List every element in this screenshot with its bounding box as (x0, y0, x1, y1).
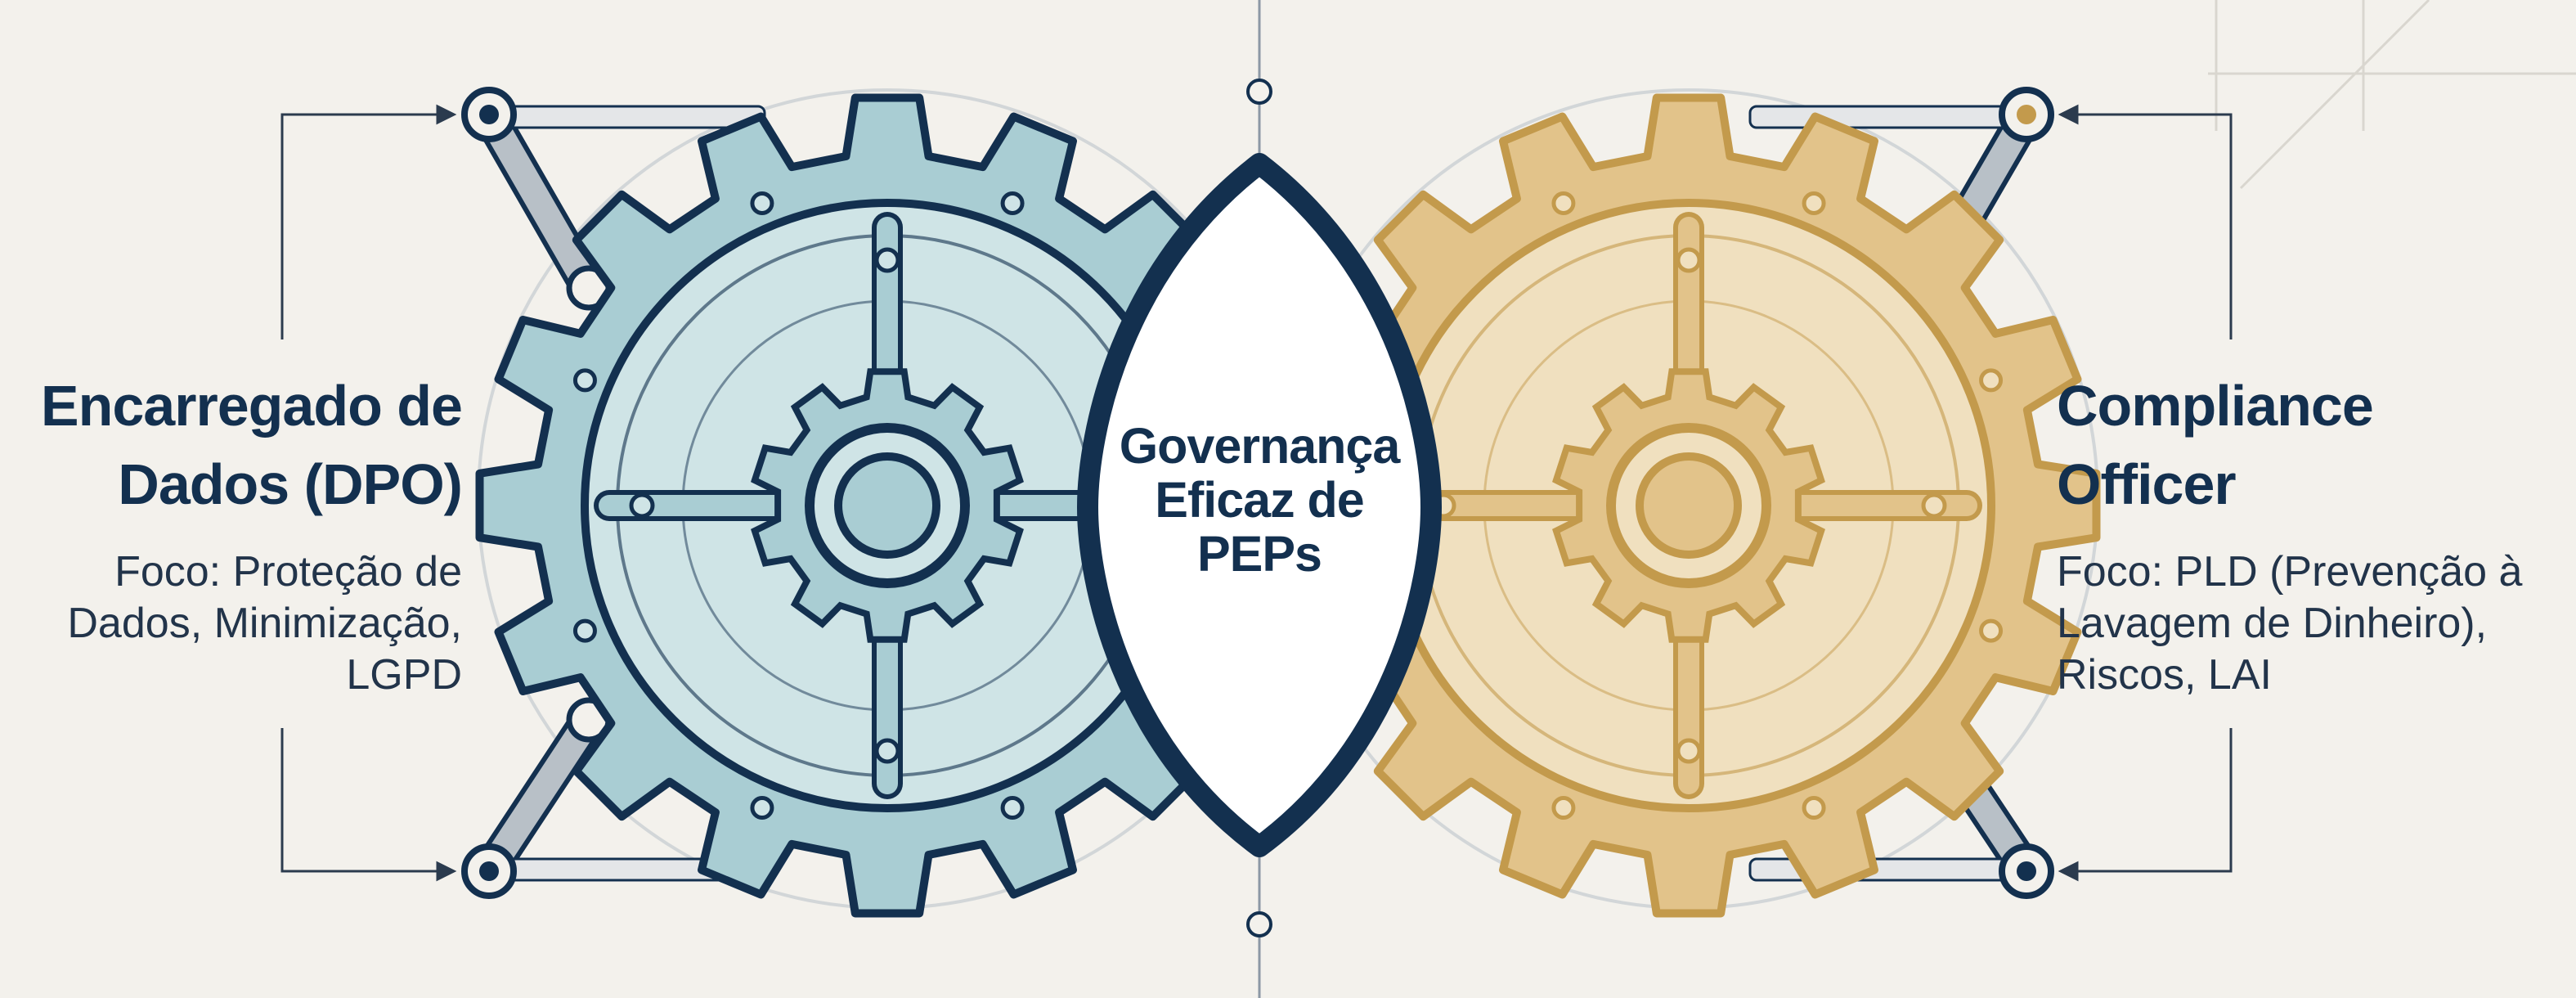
compliance-title: Compliance Officer (2057, 374, 2374, 516)
axis-node-top (1246, 79, 1272, 105)
dpo-title: Encarregado de Dados (DPO) (40, 374, 463, 516)
gear-icon (475, 93, 1299, 918)
compliance-description: Foco: PLD (Prevenção à Lavagem de Dinhei… (2057, 548, 2523, 699)
dpo-block: Encarregado de Dados (DPO) Foco: Proteçã… (0, 366, 463, 701)
right-bracket (2058, 104, 2233, 882)
gear-icon (1277, 93, 2101, 918)
compliance-block: Compliance Officer Foco: PLD (Prevenção … (2057, 366, 2576, 701)
dpo-description: Foco: Proteção de Dados, Minimização, LG… (67, 548, 462, 699)
center-vesica (1077, 153, 1442, 857)
center-label: Governança Eficaz de PEPs (1119, 418, 1401, 582)
construction-lines (2208, 0, 2576, 190)
left-bracket (280, 104, 457, 882)
axis-node-bottom (1246, 911, 1272, 937)
